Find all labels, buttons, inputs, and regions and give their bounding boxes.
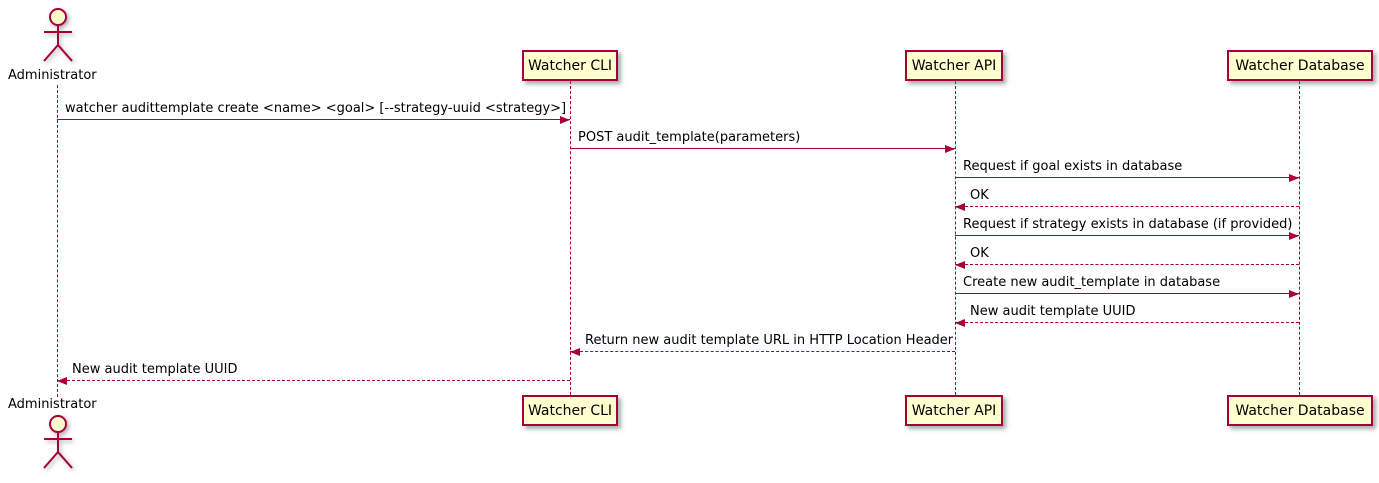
message-label: Return new audit template URL in HTTP Lo… [585,333,954,348]
message-line [955,293,1299,294]
message-label: OK [970,246,989,261]
message-create-audittemplate: watcher audittemplate create <name> <goa… [57,101,570,124]
message-label: Request if goal exists in database [963,159,1183,174]
message-label: OK [970,188,989,203]
participant-watcher-api-label: Watcher API [911,57,997,74]
message-line [955,177,1299,178]
message-label: New audit template UUID [970,304,1136,319]
message-label: New audit template UUID [72,362,238,377]
message-return-url: Return new audit template URL in HTTP Lo… [570,333,955,356]
message-request-strategy-exists: Request if strategy exists in database (… [955,217,1299,240]
message-label: Create new audit_template in database [963,275,1221,290]
actor-icon [43,8,73,62]
message-label: watcher audittemplate create <name> <goa… [65,101,567,116]
message-line [955,235,1299,236]
message-line [57,119,570,120]
participant-watcher-database-label: Watcher Database [1235,57,1365,74]
participant-watcher-api-bottom: Watcher API [905,395,1003,426]
arrowhead-left-icon [955,319,965,327]
arrowhead-right-icon [945,145,955,153]
participant-watcher-api-label: Watcher API [911,402,997,419]
participant-watcher-database-bottom: Watcher Database [1227,395,1373,426]
lifeline-watcher-database [1299,81,1300,395]
message-new-uuid-db: New audit template UUID [955,304,1299,327]
actor-label-bottom: Administrator [8,397,97,412]
participant-watcher-cli-top: Watcher CLI [522,50,618,81]
arrowhead-right-icon [1289,174,1299,182]
lifeline-administrator [57,85,58,397]
arrowhead-left-icon [57,377,67,385]
message-line [57,380,570,381]
message-create-audit-template-db: Create new audit_template in database [955,275,1299,298]
participant-watcher-database-top: Watcher Database [1227,50,1373,81]
lifeline-watcher-cli [570,81,571,395]
message-new-uuid-admin: New audit template UUID [57,362,570,385]
actor-label-top: Administrator [8,68,97,83]
arrowhead-right-icon [1289,232,1299,240]
lifeline-watcher-api [955,81,956,395]
message-line [955,206,1299,207]
participant-watcher-cli-bottom: Watcher CLI [522,395,618,426]
message-line [955,322,1299,323]
arrowhead-left-icon [955,261,965,269]
participant-watcher-cli-label: Watcher CLI [527,402,613,419]
message-ok-strategy: OK [955,246,1299,269]
arrowhead-left-icon [955,203,965,211]
participant-watcher-database-label: Watcher Database [1235,402,1365,419]
arrowhead-left-icon [570,348,580,356]
message-label: POST audit_template(parameters) [578,130,801,145]
participant-watcher-cli-label: Watcher CLI [527,57,613,74]
arrowhead-right-icon [560,116,570,124]
message-label: Request if strategy exists in database (… [963,217,1293,232]
message-line [570,351,955,352]
message-post-audit-template: POST audit_template(parameters) [570,130,955,153]
actor-icon [43,415,73,469]
message-line [570,148,955,149]
participant-watcher-api-top: Watcher API [905,50,1003,81]
message-request-goal-exists: Request if goal exists in database [955,159,1299,182]
message-ok-goal: OK [955,188,1299,211]
message-line [955,264,1299,265]
arrowhead-right-icon [1289,290,1299,298]
